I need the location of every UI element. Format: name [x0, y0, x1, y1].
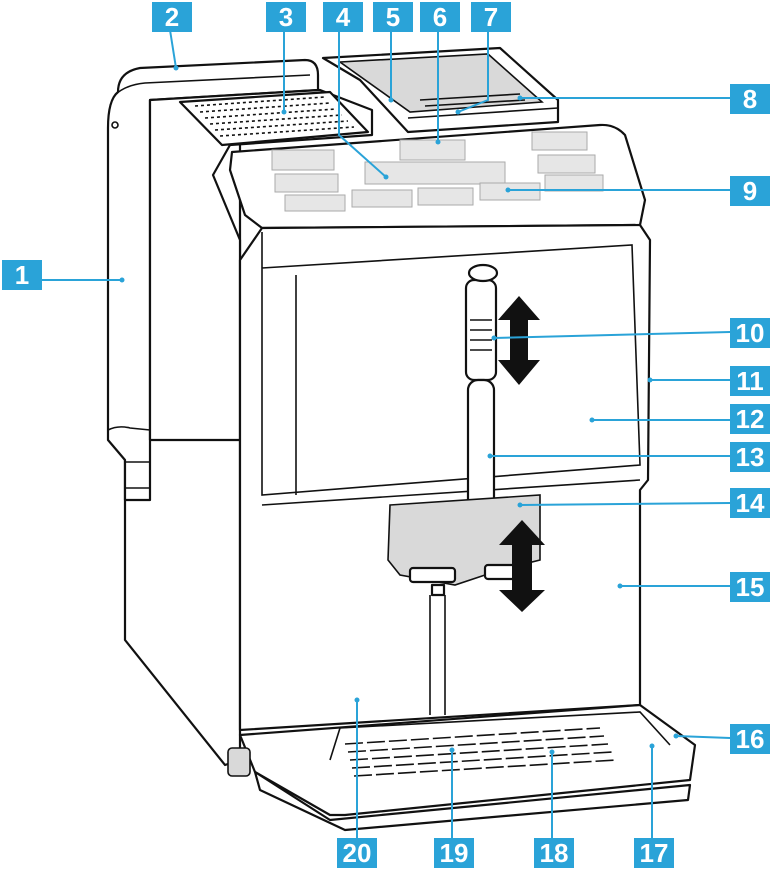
callout-badge-14: 14 [730, 488, 770, 518]
callout-anchor-11 [648, 378, 653, 383]
callout-badge-20: 20 [337, 838, 377, 868]
callout-anchor-4 [384, 175, 389, 180]
callout-leader-2 [170, 30, 176, 68]
callout-anchor-2 [174, 66, 179, 71]
callout-anchor-19 [450, 748, 455, 753]
callout-number-2: 2 [165, 2, 179, 32]
callout-badge-7: 7 [471, 2, 511, 32]
callout-number-10: 10 [736, 318, 765, 348]
machine-foot [228, 748, 250, 776]
callout-number-16: 16 [736, 724, 765, 754]
callout-number-3: 3 [279, 2, 293, 32]
panel-button-5 [352, 190, 412, 207]
callout-badge-6: 6 [420, 2, 460, 32]
callout-anchor-17 [650, 744, 655, 749]
callout-badge-15: 15 [730, 572, 770, 602]
callout-badge-16: 16 [730, 724, 770, 754]
callout-badge-9: 9 [730, 176, 770, 206]
panel-button-3 [285, 195, 345, 211]
callout-number-9: 9 [743, 176, 757, 206]
panel-button-9 [538, 155, 595, 173]
outlet-nozzle-left [410, 568, 455, 582]
callout-number-18: 18 [540, 838, 569, 868]
milk-frother-cap [469, 265, 497, 281]
callout-badge-4: 4 [323, 2, 363, 32]
callout-badge-3: 3 [266, 2, 306, 32]
callout-badge-5: 5 [373, 2, 413, 32]
callout-badge-18: 18 [534, 838, 574, 868]
panel-display [365, 162, 505, 184]
callout-anchor-5 [389, 98, 394, 103]
callout-badge-11: 11 [730, 366, 770, 396]
callout-anchor-20 [355, 698, 360, 703]
callout-anchor-12 [590, 418, 595, 423]
callout-badge-17: 17 [634, 838, 674, 868]
panel-button-2 [275, 174, 338, 192]
callout-anchor-16 [674, 734, 679, 739]
coffee-machine-illustration [108, 48, 695, 830]
callout-badge-2: 2 [152, 2, 192, 32]
panel-button-8 [532, 132, 587, 150]
callout-number-7: 7 [484, 2, 498, 32]
callout-anchor-8 [518, 96, 523, 101]
callout-number-20: 20 [343, 838, 372, 868]
callout-anchor-18 [550, 750, 555, 755]
callout-number-1: 1 [15, 260, 29, 290]
callout-badge-12: 12 [730, 404, 770, 434]
callout-anchor-1 [120, 278, 125, 283]
callout-number-19: 19 [440, 838, 469, 868]
callout-anchor-7 [456, 110, 461, 115]
callout-anchor-13 [488, 454, 493, 459]
callout-anchor-15 [618, 584, 623, 589]
callout-badge-10: 10 [730, 318, 770, 348]
callout-number-11: 11 [736, 366, 764, 396]
callout-badge-19: 19 [434, 838, 474, 868]
callout-number-8: 8 [743, 84, 757, 114]
callout-number-6: 6 [433, 2, 447, 32]
panel-button-10 [545, 175, 603, 191]
callout-number-4: 4 [336, 2, 351, 32]
callout-number-17: 17 [640, 838, 669, 868]
callout-anchor-9 [506, 188, 511, 193]
callout-badge-8: 8 [730, 84, 770, 114]
callout-anchor-6 [436, 140, 441, 145]
callout-number-13: 13 [736, 442, 765, 472]
callout-number-5: 5 [386, 2, 400, 32]
panel-button-4 [400, 140, 465, 160]
callout-anchor-10 [492, 336, 497, 341]
callout-badge-13: 13 [730, 442, 770, 472]
panel-button-6 [418, 188, 473, 205]
callout-anchor-3 [282, 110, 287, 115]
callout-number-12: 12 [736, 404, 765, 434]
callout-badge-1: 1 [2, 260, 42, 290]
panel-button-1 [272, 150, 334, 170]
callout-number-14: 14 [736, 488, 765, 518]
callout-number-15: 15 [736, 572, 765, 602]
callout-anchor-14 [518, 503, 523, 508]
outlet-tip [432, 585, 444, 595]
